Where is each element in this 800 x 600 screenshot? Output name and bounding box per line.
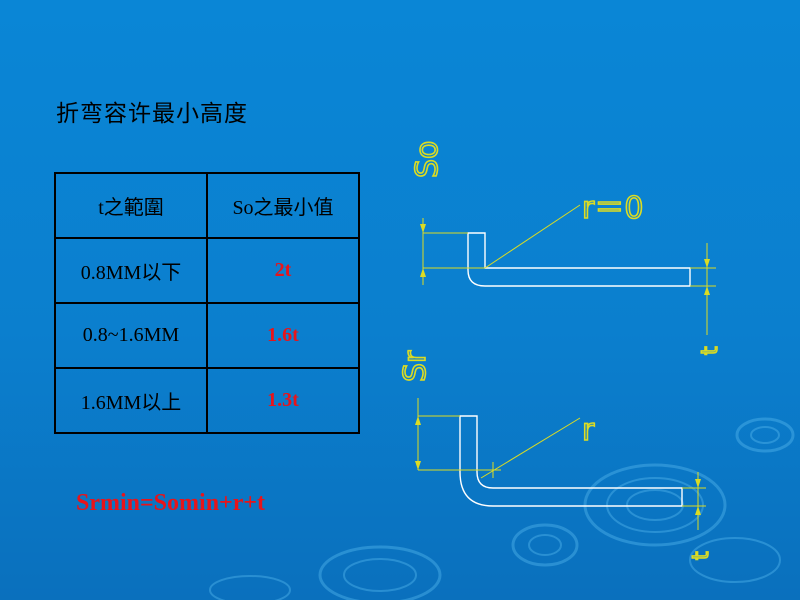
cell-value: 1.6t [206,302,360,369]
sr-label: Sr [398,350,433,382]
formula: Srmin=Somin+r+t [76,490,266,516]
diagram-radius-bend: Sr r t [397,349,715,561]
table-row: 0.8MM以下 2t [54,237,360,304]
t-label-bottom: t [689,551,714,560]
header-thickness-range: t之範圍 [54,172,208,239]
page-title: 折弯容许最小高度 [56,101,248,127]
sheet-profile-sharp [467,232,691,287]
r-zero-label: r＝0 [582,191,643,226]
cell-range: 0.8~1.6MM [54,302,208,369]
min-height-table: t之範圍 So之最小值 0.8MM以下 2t 0.8~1.6MM 1.6t 1.… [54,172,360,434]
t-label-top: t [698,346,723,355]
cell-value: 1.3t [206,367,360,434]
cell-range: 0.8MM以下 [54,237,208,304]
r-label: r [582,413,595,448]
table-header-row: t之範圍 So之最小值 [54,172,360,239]
cell-value: 2t [206,237,360,304]
table-row: 1.6MM以上 1.3t [54,367,360,434]
table-row: 0.8~1.6MM 1.6t [54,302,360,369]
sheet-profile-radius [459,415,683,507]
so-label: So [410,141,445,178]
diagram-sharp-bend: So r＝0 t [409,140,724,356]
cell-range: 1.6MM以上 [54,367,208,434]
header-min-so: So之最小值 [206,172,360,239]
